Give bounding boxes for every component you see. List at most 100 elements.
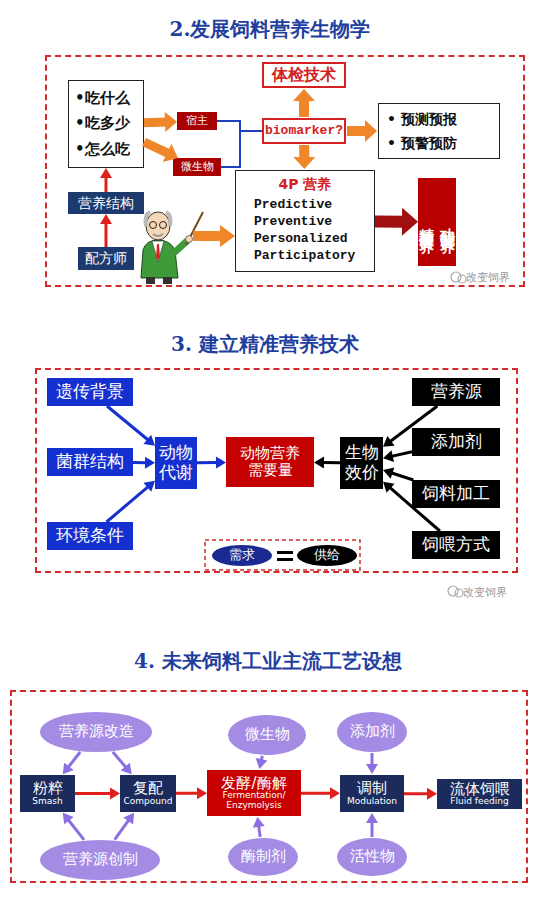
connector-line <box>375 216 404 228</box>
connector-line <box>115 820 129 840</box>
outcome-item: • 预警预防 <box>387 135 457 151</box>
node-text: 需求 <box>229 548 255 563</box>
node-text: Personalized <box>254 230 348 247</box>
node-text: Fermentation/ Enzymolysis <box>207 791 301 811</box>
balance-frame <box>205 540 360 570</box>
connector-arrow <box>293 145 315 169</box>
node-text: 复配 <box>133 780 163 797</box>
connector-arrow <box>197 457 226 469</box>
icon-circle <box>448 586 458 596</box>
connector-arrow <box>217 121 262 131</box>
connector-line <box>217 121 262 131</box>
node-text: 调制 <box>357 780 387 797</box>
shirt <box>152 241 164 262</box>
process-step: 流体饲喂Fluid feeding <box>437 779 522 809</box>
connector-arrow <box>176 787 207 799</box>
input-ellipse: 营养源创制 <box>40 840 160 880</box>
node-text: 活性物 <box>350 848 395 865</box>
node-text: 饲料加工 <box>422 484 490 504</box>
watermark-text: 改变饲界 <box>463 585 507 600</box>
technique-box: 体检技术 <box>262 62 346 88</box>
arrow-head <box>383 482 394 493</box>
connector-line <box>391 473 413 480</box>
arrow-head <box>145 457 155 469</box>
question-box: •吃什么•吃多少•怎么吃 <box>68 80 144 168</box>
node-text: 粉粹 <box>33 780 63 797</box>
connector-arrow <box>366 813 378 837</box>
arrow-head <box>402 208 418 236</box>
connector-arrow <box>366 753 378 774</box>
factor-box: 饲料加工 <box>412 480 500 508</box>
node-text: 微生物 <box>181 161 214 174</box>
connector-arrow <box>293 89 315 117</box>
arrow-head <box>100 214 112 224</box>
arrow-head <box>366 764 378 774</box>
node-text: Participatory <box>254 247 355 264</box>
connector-line <box>68 819 84 839</box>
connector-arrow <box>63 752 80 774</box>
hand <box>186 236 193 243</box>
connector-arrow <box>100 214 112 247</box>
arrow-head <box>143 435 155 446</box>
node-text: 供给 <box>314 548 340 563</box>
watermark-text: 改变饲界 <box>466 270 510 285</box>
connector-arrow <box>113 752 132 774</box>
node-text: 4P 营养 <box>279 176 332 192</box>
section-frame: 2.发展饲料营养生物学•吃什么•吃多少•怎么吃宿主微生物体检技术biomarke… <box>45 55 525 287</box>
role-box: 配方师 <box>78 247 134 270</box>
connector-line <box>105 223 108 248</box>
connector-line <box>144 117 167 127</box>
arrow-head <box>143 481 155 492</box>
arrow-head <box>293 89 315 101</box>
arrow-head <box>293 157 315 169</box>
connector-arrow <box>301 787 340 799</box>
question-item: •吃多少 <box>75 115 130 132</box>
arrow-head <box>383 467 394 478</box>
leg <box>146 277 155 284</box>
connector-line <box>301 792 332 795</box>
node-text: Compound <box>124 797 173 807</box>
node-text: Modulation <box>347 797 397 807</box>
arrow-head <box>197 787 207 799</box>
connector-line <box>176 792 199 795</box>
input-ellipse: 酶制剂 <box>228 838 298 876</box>
connector-arrow <box>314 457 340 469</box>
biomarker-box: biomarker? <box>262 118 346 144</box>
connector-line <box>197 461 218 464</box>
result-box: 精准营养功能营养 <box>418 178 456 266</box>
connector-line <box>75 792 112 795</box>
arrow-head <box>256 758 268 769</box>
connector-arrow <box>107 406 155 446</box>
connector-line <box>259 825 261 837</box>
outcome-box: • 预测预报• 预警预防 <box>378 103 500 159</box>
connector-line <box>144 142 169 154</box>
node-text: Smash <box>32 797 62 807</box>
factor-box: 营养源 <box>412 378 500 406</box>
node-text: 功能营养 <box>439 216 456 228</box>
connector-arrow <box>144 112 177 132</box>
connector-arrow <box>347 120 377 142</box>
connector-arrow <box>375 208 418 236</box>
connector-line <box>107 406 148 440</box>
node-text: 营养源 <box>431 382 482 402</box>
connector-line <box>133 461 147 464</box>
arrow-head <box>366 813 378 823</box>
connector-arrow <box>115 813 134 840</box>
equals-sign <box>277 551 293 554</box>
node-text: 发酵/酶解 <box>221 775 286 792</box>
connector-arrow <box>221 131 262 167</box>
node-text: Fluid feeding <box>450 797 508 807</box>
connector-line <box>391 452 412 457</box>
connector-line <box>322 461 340 464</box>
connector-line <box>68 752 80 768</box>
head <box>146 212 170 240</box>
factor-box: 添加剂 <box>412 428 500 456</box>
concept-box: 4P 营养PredictivePreventivePersonalizedPar… <box>235 170 375 272</box>
arrow-head <box>63 763 74 775</box>
connector-line <box>299 99 309 117</box>
arrow-head <box>165 112 177 132</box>
process-step: 粉粹Smash <box>20 775 75 812</box>
section-heading: 4. 未来饲料工业主流工艺设想 <box>134 650 402 673</box>
watermark-icon <box>451 272 466 283</box>
input-ellipse: 活性物 <box>337 838 407 876</box>
